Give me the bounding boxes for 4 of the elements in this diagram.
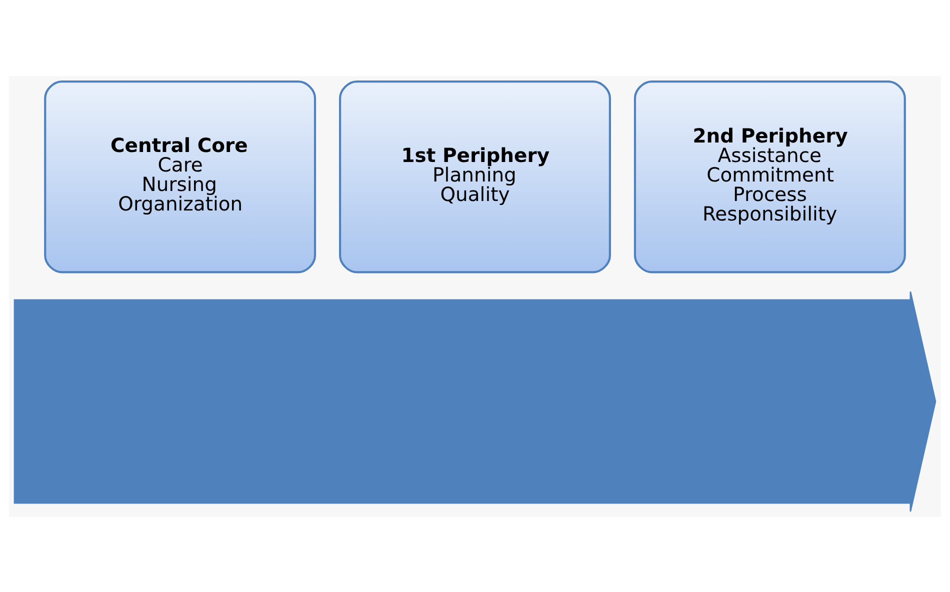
node-arrow <box>14 290 936 512</box>
node-box: 2nd Periphery Assistance Commitment Process Responsibility <box>634 80 906 273</box>
node-box: Central Core Care Nursing Organization <box>44 80 316 273</box>
node-box: 1st Periphery Planning Quality <box>339 80 611 273</box>
